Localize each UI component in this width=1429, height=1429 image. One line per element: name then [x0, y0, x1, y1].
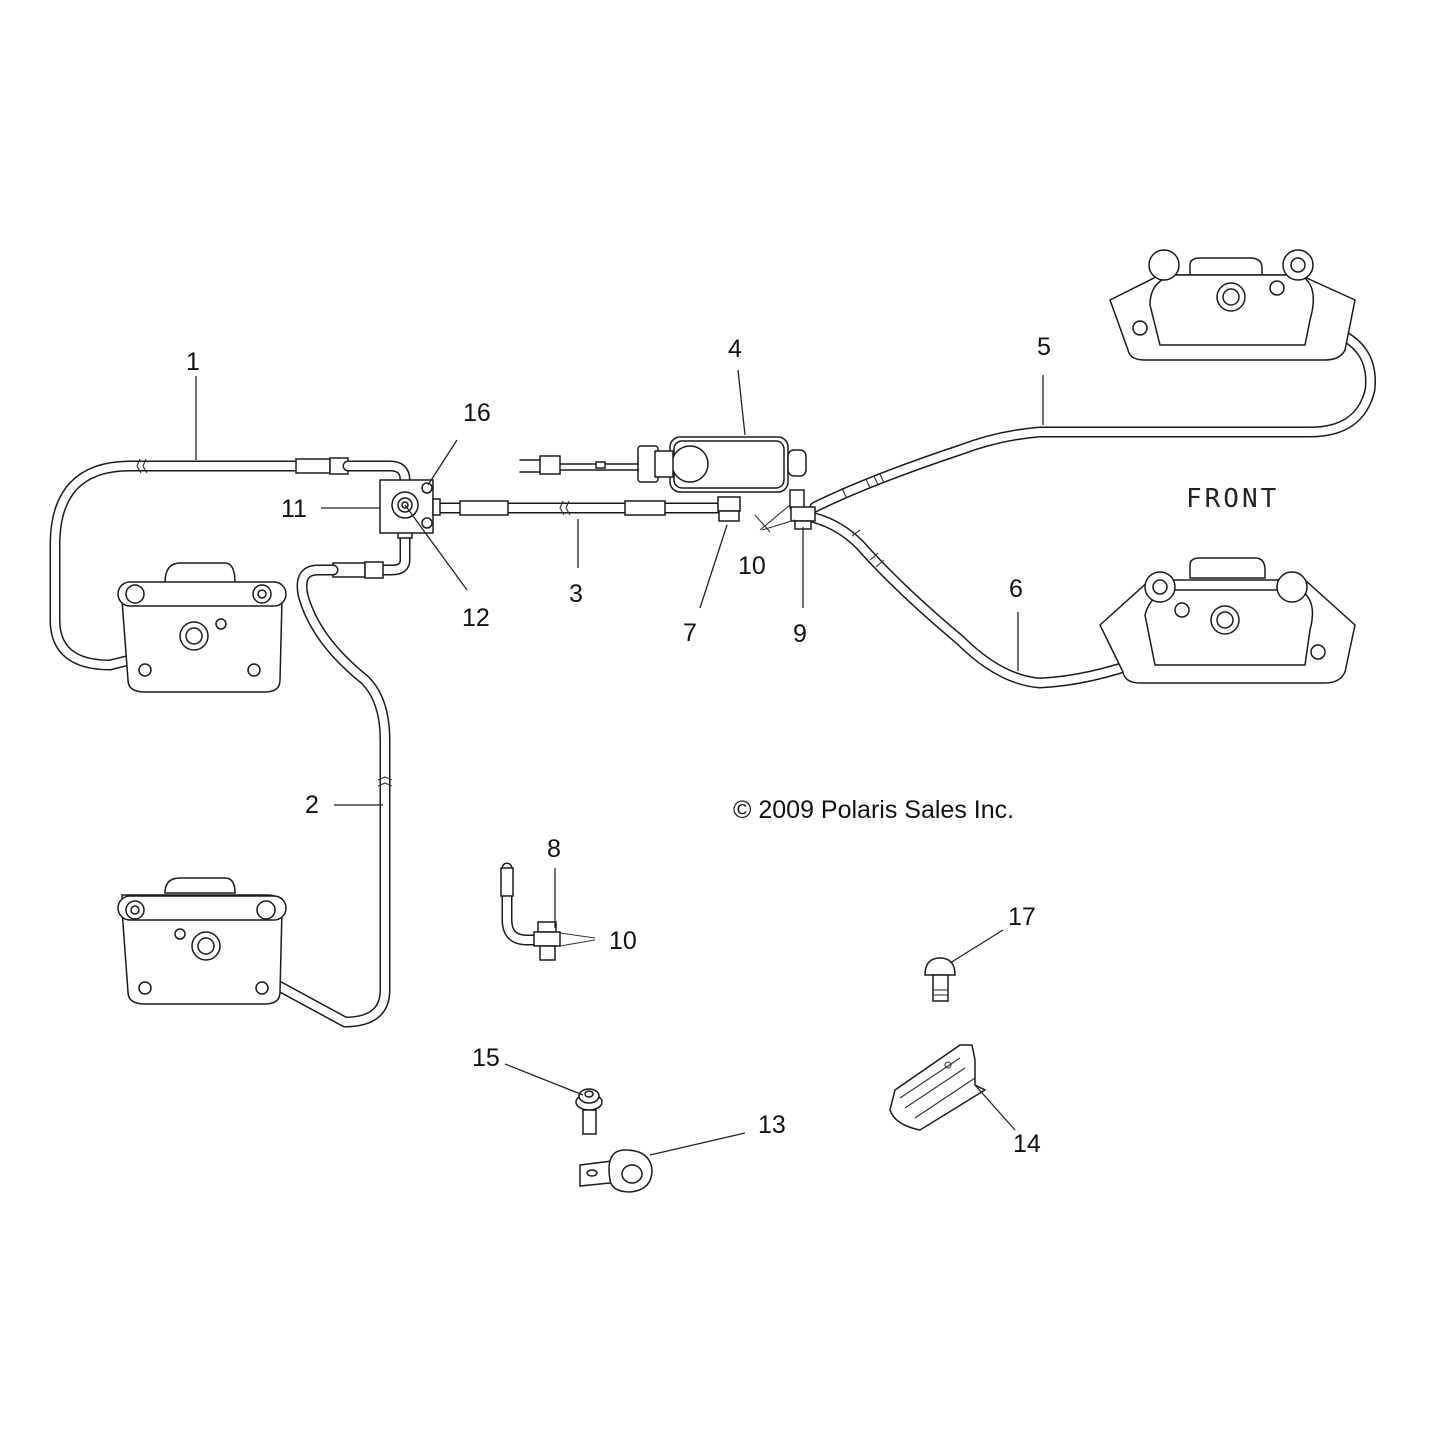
callout-11: 11: [281, 495, 307, 523]
callout-9: 9: [793, 620, 807, 648]
callout-6: 6: [1009, 575, 1023, 603]
leader-lines: [195, 369, 1044, 1156]
detail-banjo-assembly: [500, 862, 596, 961]
callout-7: 7: [683, 619, 697, 647]
p-clamp: [579, 1149, 653, 1193]
caliper-rear-left: [117, 562, 287, 693]
callout-17: 17: [1008, 903, 1036, 931]
callout-13: 13: [758, 1111, 786, 1139]
callout-4: 4: [728, 335, 742, 363]
junction-block: [379, 479, 441, 539]
callout-16: 16: [463, 399, 491, 427]
callout-2: 2: [305, 791, 319, 819]
master-cylinder: [519, 436, 816, 533]
front-label: FRONT: [1186, 484, 1279, 514]
brake-line-5: [809, 312, 1376, 513]
callout-3: 3: [569, 580, 583, 608]
callout-8: 8: [547, 835, 561, 863]
callout-15: 15: [472, 1044, 500, 1072]
flange-bolt: [575, 1088, 603, 1135]
copyright-text: © 2009 Polaris Sales Inc.: [733, 796, 1014, 824]
brake-line-6: [809, 512, 1176, 689]
button-head-screw: [924, 957, 956, 1002]
callout-12: 12: [462, 604, 490, 632]
callout-10: 10: [738, 552, 766, 580]
callout-1: 1: [186, 348, 200, 376]
callout-14: 14: [1013, 1130, 1041, 1158]
brake-line-3: [434, 500, 726, 516]
callout-5: 5: [1037, 333, 1051, 361]
caliper-front-upper: [1109, 249, 1356, 361]
caliper-front-lower: [1099, 557, 1356, 684]
line-clip: [889, 1044, 987, 1131]
caliper-rear-lower: [117, 877, 287, 1005]
callout-10-detail: 10: [609, 927, 637, 955]
brake-line-2: [234, 529, 411, 1028]
